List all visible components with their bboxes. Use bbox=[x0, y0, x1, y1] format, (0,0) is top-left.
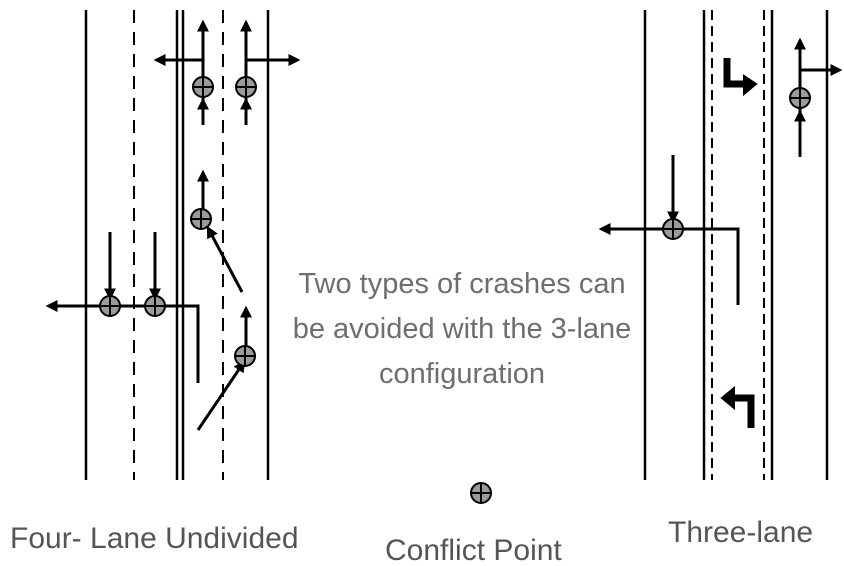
turn-path bbox=[690, 227, 740, 305]
three-lane-label: Three-lane bbox=[668, 516, 813, 549]
center-note: Two types of crashes can be avoided with… bbox=[292, 268, 632, 390]
turn-arrow-icon bbox=[723, 58, 758, 97]
four-lane-label: Four- Lane Undivided bbox=[10, 522, 299, 555]
conflict-point-icon bbox=[144, 295, 166, 317]
arrow-icon bbox=[206, 225, 244, 293]
arrow-icon bbox=[196, 360, 246, 431]
four-lane-road bbox=[84, 10, 270, 480]
turn-path bbox=[155, 304, 200, 383]
three-lane-road bbox=[643, 10, 829, 480]
conflict-point-icon bbox=[192, 76, 214, 98]
conflict-point-label: Conflict Point bbox=[385, 534, 562, 566]
legend-conflict-point-icon bbox=[470, 482, 492, 504]
turn-arrow-icon bbox=[720, 385, 755, 428]
conflict-point-icon bbox=[662, 218, 684, 240]
conflict-point-icon bbox=[99, 295, 121, 317]
four-lane-left-turn-conflicts bbox=[45, 232, 200, 383]
conflict-point-icon bbox=[789, 87, 811, 109]
conflict-point-icon bbox=[234, 345, 256, 367]
conflict-point-icon bbox=[235, 76, 257, 98]
conflict-point-icon bbox=[190, 208, 212, 230]
four-lane-top-conflicts bbox=[153, 19, 301, 125]
